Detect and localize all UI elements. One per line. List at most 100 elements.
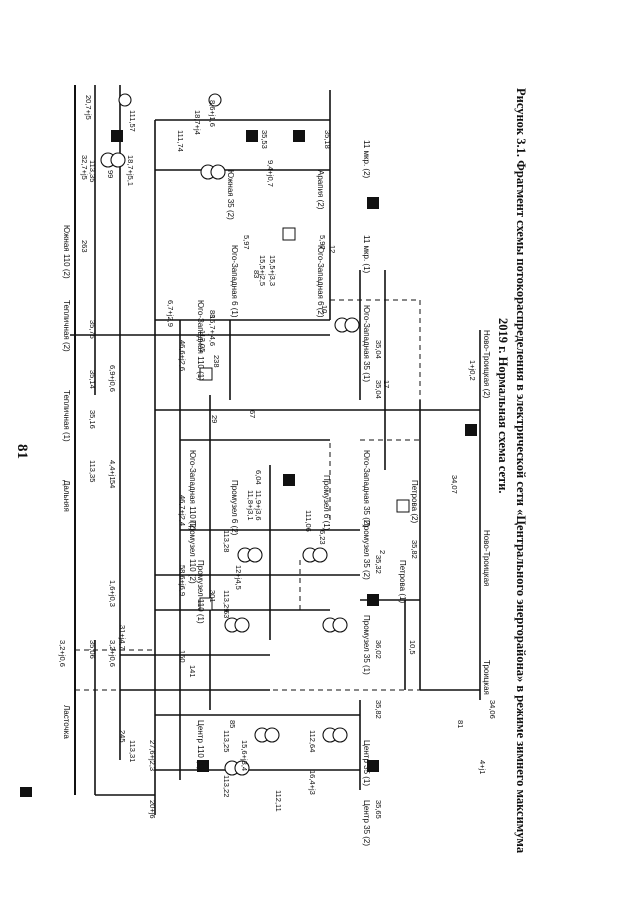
svg-text:9,4+j0,7: 9,4+j0,7 [266,160,275,187]
svg-text:18,7+j5,1: 18,7+j5,1 [126,155,135,186]
svg-text:4+j1: 4+j1 [478,760,487,774]
svg-text:Арапия (2): Арапия (2) [316,170,325,210]
svg-text:32,7+j5: 32,7+j5 [80,155,89,180]
svg-text:Юго-Западная 6 (1): Юго-Западная 6 (1) [230,245,239,318]
svg-text:99: 99 [106,170,115,178]
svg-text:2: 2 [378,550,387,554]
svg-text:Южная 110 (2): Южная 110 (2) [62,225,71,279]
svg-text:3,2+j0,6: 3,2+j0,6 [108,640,117,667]
svg-text:301: 301 [208,590,217,603]
svg-text:35,53: 35,53 [260,130,269,149]
svg-text:Тепличная (2): Тепличная (2) [62,300,71,352]
svg-text:10: 10 [320,305,329,313]
svg-text:113,22: 113,22 [222,775,231,797]
svg-text:Промузел 110 (2): Промузел 110 (2) [188,520,197,584]
svg-text:16,4+j3: 16,4+j3 [308,770,317,795]
svg-text:113,29: 113,29 [222,590,231,612]
svg-text:Ново-Троицкая (2): Ново-Троицкая (2) [482,330,491,399]
svg-text:Дальняя: Дальняя [62,480,71,512]
svg-text:Тепличная (1): Тепличная (1) [62,390,71,442]
svg-text:34,06: 34,06 [488,700,497,719]
svg-text:31+j4,7: 31+j4,7 [118,625,127,650]
svg-text:35,04: 35,04 [374,380,383,399]
svg-text:6,7+j2,9: 6,7+j2,9 [166,300,175,327]
svg-text:Центр 35 (1): Центр 35 (1) [362,740,371,786]
svg-text:20+j6: 20+j6 [148,800,157,819]
svg-text:Троицкая: Троицкая [482,660,491,695]
svg-text:36,02: 36,02 [374,640,383,659]
svg-text:111,06: 111,06 [304,510,313,532]
svg-text:Ласточка: Ласточка [62,705,71,739]
svg-text:113,28: 113,28 [222,530,231,552]
svg-text:11 мкр. (2): 11 мкр. (2) [362,140,371,179]
svg-text:35,65: 35,65 [374,800,383,819]
svg-text:6,9+j0,6: 6,9+j0,6 [108,365,117,392]
svg-text:15,6+j3,4: 15,6+j3,4 [240,740,249,771]
svg-text:20,7+j5: 20,7+j5 [84,95,93,120]
diagram-values: 35,06 113,35 35,16 35,14 35,75 113,35 35… [88,110,497,819]
figure-caption-line-1: Рисунок 3.1. Фрагмент схемы потокораспре… [514,88,528,854]
svg-text:111,57: 111,57 [128,110,137,132]
dashed-links [75,299,421,691]
svg-text:85: 85 [228,720,237,728]
svg-text:35,18: 35,18 [323,130,332,149]
svg-text:113,25: 113,25 [222,730,231,752]
svg-text:46,6+j2,6: 46,6+j2,6 [178,340,187,371]
svg-text:111,74: 111,74 [176,130,185,152]
svg-text:18,7+j4: 18,7+j4 [193,110,202,135]
svg-text:113,05: 113,05 [198,330,207,352]
svg-text:Петрова (2): Петрова (2) [410,480,419,523]
figure-caption-line-2: 2019 г. Нормальная схема сети. [496,318,510,494]
svg-text:1,6+j0,3: 1,6+j0,3 [108,580,117,607]
svg-text:4,4+j1: 4,4+j1 [108,460,117,481]
svg-text:17: 17 [382,380,391,388]
svg-text:6,23: 6,23 [318,530,327,545]
svg-text:83: 83 [252,270,261,278]
svg-text:1+j0,2: 1+j0,2 [468,360,477,381]
svg-text:Промузел 35 (1): Промузел 35 (1) [362,615,371,675]
transformers [100,93,360,776]
svg-text:160: 160 [178,650,187,663]
svg-text:Юго-Западная 35 (1): Юго-Западная 35 (1) [362,305,371,382]
breakers [20,130,477,797]
svg-text:67: 67 [248,410,257,418]
svg-text:6,04: 6,04 [254,470,263,485]
svg-text:15,5+j2,5: 15,5+j2,5 [258,255,267,286]
svg-text:35,14: 35,14 [88,370,97,389]
svg-text:16,7+j4,6: 16,7+j4,6 [208,315,217,346]
svg-text:113,35: 113,35 [88,160,97,182]
svg-text:29: 29 [210,415,219,423]
reactors [199,227,410,611]
svg-text:35,06: 35,06 [88,640,97,659]
svg-text:Ново-Троицкая: Ново-Троицкая [482,530,491,586]
svg-text:11,9+j3,6: 11,9+j3,6 [254,490,263,521]
diagram-labels: Ласточка Дальняя Тепличная (1) Тепличная… [62,140,491,846]
svg-text:Юго-Западная 35 (2): Юго-Западная 35 (2) [362,450,371,527]
svg-text:113,31: 113,31 [128,740,137,762]
svg-text:Юго-Западная 110 (2): Юго-Западная 110 (2) [188,450,197,531]
svg-text:5,97: 5,97 [318,235,327,250]
svg-text:12+j4,5: 12+j4,5 [234,565,243,590]
svg-text:35,82: 35,82 [410,540,419,559]
svg-text:Юго-Западная 6 (2): Юго-Западная 6 (2) [316,245,325,318]
svg-text:Промузел 6 (2): Промузел 6 (2) [230,480,239,536]
svg-text:54: 54 [108,480,117,488]
svg-text:Промузел 6 (1): Промузел 6 (1) [322,475,331,531]
svg-text:12: 12 [328,245,337,253]
svg-text:Центр 110 (1): Центр 110 (1) [196,720,205,770]
svg-text:Промузел 35 (2): Промузел 35 (2) [362,520,371,580]
svg-text:238: 238 [212,355,221,368]
svg-text:88: 88 [208,310,217,318]
svg-text:46,7+j2,4: 46,7+j2,4 [178,495,187,526]
svg-text:Петрова (1): Петрова (1) [398,560,407,603]
svg-text:Центр 35 (2): Центр 35 (2) [362,800,371,846]
svg-text:35,75: 35,75 [88,320,97,339]
svg-text:11,8+j3,1: 11,8+j3,1 [246,490,255,521]
svg-text:141: 141 [188,665,197,678]
svg-text:Промузел 110 (1): Промузел 110 (1) [196,560,205,624]
svg-text:35,82: 35,82 [374,700,383,719]
svg-text:58,6+j6,9: 58,6+j6,9 [178,565,187,596]
svg-text:263: 263 [80,240,89,253]
svg-text:113,35: 113,35 [88,460,97,482]
